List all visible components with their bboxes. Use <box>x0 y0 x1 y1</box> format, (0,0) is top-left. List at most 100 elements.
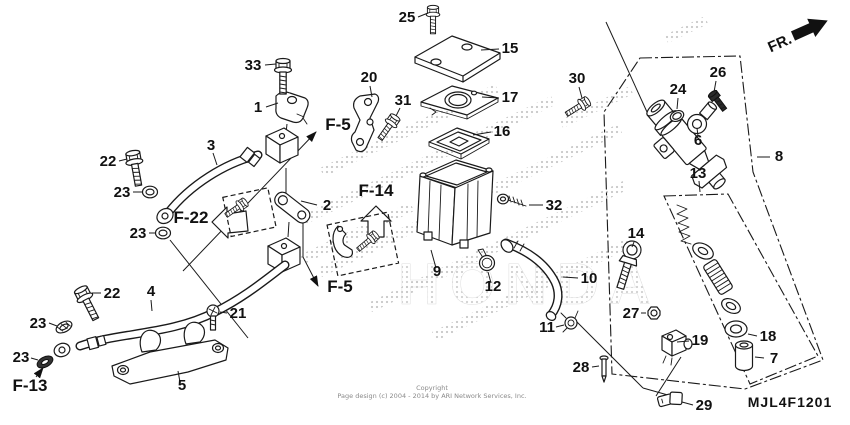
part-callout-2[interactable]: 2 <box>323 197 331 214</box>
callout-leader-line <box>562 276 579 279</box>
part-callout-9[interactable]: 9 <box>433 263 441 280</box>
callout-leader-line <box>430 249 437 269</box>
part-callout-13[interactable]: 13 <box>690 165 707 182</box>
callout-leader-line <box>698 180 701 193</box>
part-callout-16[interactable]: 16 <box>494 123 511 140</box>
part-22-bolt <box>71 283 104 324</box>
part-callout-6[interactable]: 6 <box>694 132 702 149</box>
part-callout-18[interactable]: 18 <box>760 328 777 345</box>
callout-leader-line <box>480 48 500 51</box>
part-callout-3[interactable]: 3 <box>207 137 215 154</box>
callout-leader-line <box>417 12 429 18</box>
part-13-spring <box>676 204 692 245</box>
part-33-bolt <box>273 57 293 95</box>
part-callout-33[interactable]: 33 <box>245 57 262 74</box>
callout-leader-line <box>265 102 279 108</box>
part-4-brake-hose <box>53 260 290 358</box>
part-callout-28[interactable]: 28 <box>573 359 590 376</box>
part-callout-7[interactable]: 7 <box>770 350 778 367</box>
reference-label-f-14[interactable]: F-14 <box>359 181 395 200</box>
part-23-washer <box>55 320 73 334</box>
reference-label-f-5[interactable]: F-5 <box>325 115 351 134</box>
reference-label-f-5[interactable]: F-5 <box>327 277 353 296</box>
callout-leader-line <box>676 340 690 343</box>
part-callout-21[interactable]: 21 <box>230 305 247 322</box>
callout-leader-line <box>150 299 153 312</box>
fr-direction-indicator: FR. <box>765 18 828 56</box>
part-9-reservoir-tank <box>416 159 494 249</box>
callout-leader-line <box>300 200 318 206</box>
part-6-joint <box>686 101 718 135</box>
f22-block-arrow-icon <box>211 206 249 239</box>
part-callout-1[interactable]: 1 <box>254 99 262 116</box>
fr-label: FR. <box>765 31 794 56</box>
parts-artwork <box>36 4 754 408</box>
part-27-nut <box>647 306 661 320</box>
part-7-boot <box>734 340 754 372</box>
part-callout-4[interactable]: 4 <box>147 283 156 300</box>
part-callout-15[interactable]: 15 <box>502 40 519 57</box>
watermark-layer: HONDA <box>296 16 708 341</box>
callout-leader-line <box>754 356 765 359</box>
part-1-stay-plate <box>275 91 309 125</box>
part-callout-30[interactable]: 30 <box>569 70 586 87</box>
part-callout-24[interactable]: 24 <box>670 81 687 98</box>
part-callout-12[interactable]: 12 <box>485 278 502 295</box>
callout-leader-line <box>555 324 565 328</box>
part-3-brake-hose <box>156 127 299 225</box>
part-25-bolt <box>425 4 441 35</box>
part-5-bracket <box>111 321 229 385</box>
part-24-o-ring <box>669 109 685 123</box>
callout-leader-line <box>177 370 181 383</box>
part-callout-23[interactable]: 23 <box>130 225 147 242</box>
fr-arrow-icon <box>790 18 828 41</box>
part-13-seal-washer <box>692 242 714 260</box>
reference-label-f-22[interactable]: F-22 <box>174 208 209 227</box>
part-23-washer <box>154 226 172 240</box>
reference-label-f-13[interactable]: F-13 <box>13 376 48 395</box>
part-callout-17[interactable]: 17 <box>502 89 519 106</box>
part-callout-10[interactable]: 10 <box>581 270 598 287</box>
part-callout-11[interactable]: 11 <box>539 319 555 336</box>
callout-leader-line <box>747 333 758 337</box>
part-callout-27[interactable]: 27 <box>623 305 640 322</box>
part-callout-8[interactable]: 8 <box>775 148 783 165</box>
part-callout-22[interactable]: 22 <box>100 153 117 170</box>
part-19-rod-joint <box>661 329 693 366</box>
callout-leader-line <box>472 131 492 136</box>
f5-lower-arrow <box>302 210 319 287</box>
callout-leader-line <box>369 85 373 98</box>
part-21-screw <box>206 304 220 331</box>
part-callout-31[interactable]: 31 <box>395 92 412 109</box>
part-callout-5[interactable]: 5 <box>178 377 186 394</box>
part-callout-25[interactable]: 25 <box>399 9 416 26</box>
group-8-boundary <box>603 55 824 390</box>
part-11-clip <box>560 310 579 333</box>
part-master-cylinder-body <box>646 99 728 190</box>
assembly-axis-lines <box>169 21 683 400</box>
callout-leader-line <box>681 401 694 406</box>
part-callout-23[interactable]: 23 <box>30 315 47 332</box>
callout-leader-line <box>30 357 39 361</box>
part-23-washer <box>36 355 54 369</box>
part-13-piston <box>703 259 733 295</box>
part-callout-14[interactable]: 14 <box>628 225 645 242</box>
part-callout-23[interactable]: 23 <box>114 184 131 201</box>
group-13-boundary <box>663 193 819 385</box>
part-callout-29[interactable]: 29 <box>696 397 713 414</box>
part-callout-32[interactable]: 32 <box>546 197 563 214</box>
f5-box-bracket <box>332 225 382 258</box>
reference-arrows <box>33 131 392 379</box>
part-callout-20[interactable]: 20 <box>361 69 378 86</box>
part-callout-22[interactable]: 22 <box>104 285 121 302</box>
callout-leader-line <box>696 127 699 137</box>
callout-leader-line <box>264 63 277 66</box>
reference-label-layer: F-5F-22F-14F-5F-13 <box>13 115 395 395</box>
part-23-washer <box>141 185 159 199</box>
part-callout-23[interactable]: 23 <box>13 349 30 366</box>
part-callout-19[interactable]: 19 <box>692 332 709 349</box>
part-callout-26[interactable]: 26 <box>710 64 727 81</box>
